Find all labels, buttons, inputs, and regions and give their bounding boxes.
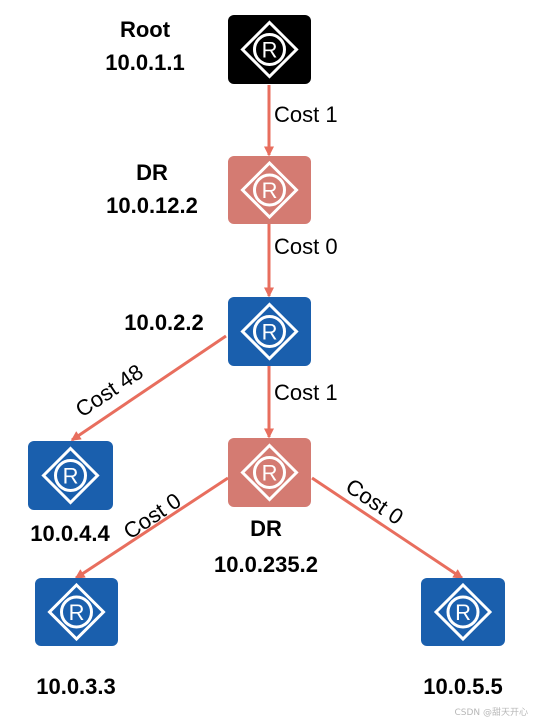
- router-r55: [421, 578, 505, 646]
- node-ip-root: 10.0.1.1: [105, 50, 185, 75]
- node-ip-r22: 10.0.2.2: [124, 310, 204, 335]
- node-ip-dr1: 10.0.12.2: [106, 193, 198, 218]
- link-r22-dr2: Cost 1: [264, 366, 338, 439]
- cost-label-r22-dr2: Cost 1: [274, 380, 338, 405]
- node-ip-r33: 10.0.3.3: [36, 674, 116, 699]
- node-ip-r55: 10.0.5.5: [423, 674, 503, 699]
- router-dr1: [228, 156, 311, 224]
- link-dr2-r55: Cost 0: [311, 473, 464, 580]
- cost-label-dr1-r22: Cost 0: [274, 234, 338, 259]
- node-name-dr1: DR: [136, 160, 168, 185]
- cost-label-r22-r44: Cost 48: [71, 359, 148, 422]
- link-dr1-r22: Cost 0: [264, 224, 338, 298]
- node-name-dr2: DR: [250, 516, 282, 541]
- link-root-dr1: Cost 1: [264, 85, 338, 157]
- watermark: CSDN @甜天开心: [454, 706, 528, 718]
- router-dr2: [228, 438, 311, 507]
- cost-label-dr2-r33: Cost 0: [119, 488, 186, 544]
- node-name-root: Root: [120, 17, 171, 42]
- node-ip-r44: 10.0.4.4: [30, 521, 110, 546]
- router-r22: [228, 297, 311, 366]
- cost-label-root-dr1: Cost 1: [274, 102, 338, 127]
- node-ip-dr2: 10.0.235.2: [214, 552, 318, 577]
- router-root: [228, 15, 311, 84]
- link-r22-r44: Cost 48: [70, 334, 227, 442]
- router-r33: [35, 578, 118, 646]
- router-r44: [28, 441, 113, 510]
